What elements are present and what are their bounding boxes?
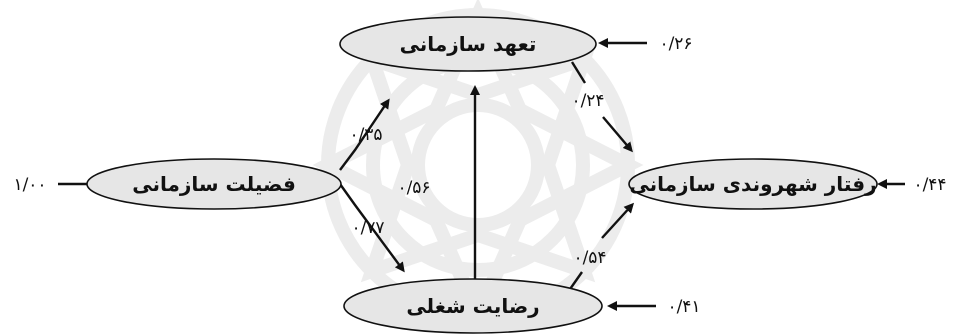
edge-virtue-to-commitment — [339, 98, 390, 171]
node-org-virtue: فضیلت سازمانی — [86, 158, 342, 210]
edge-satisfaction-to-ocb-arrow — [601, 202, 635, 239]
edge-virtue-to-satisfaction — [339, 183, 405, 273]
error-term-commitment: ۰/۲۶ — [659, 34, 692, 54]
coef-satisfaction-to-commitment: ۰/۵۶ — [397, 178, 430, 198]
node-job-satisfaction-label: رضایت شغلی — [406, 294, 539, 318]
edge-commitment-to-ocb — [570, 61, 587, 84]
error-term-satisfaction: ۰/۴۱ — [667, 297, 700, 317]
node-ocb-label: رفتار شهروندی سازمانی — [629, 172, 876, 196]
edge-commitment-to-ocb-arrow — [602, 116, 633, 153]
node-ocb: رفتار شهروندی سازمانی — [628, 158, 878, 210]
node-job-satisfaction: رضایت شغلی — [343, 278, 603, 334]
coef-virtue-to-satisfaction: ۰/۷۷ — [351, 218, 384, 238]
error-term-virtue: ۱/۰۰ — [13, 175, 46, 195]
coef-commitment-to-ocb: ۰/۲۴ — [571, 91, 604, 111]
node-org-virtue-label: فضیلت سازمانی — [132, 172, 296, 196]
node-org-commitment-label: تعهد سازمانی — [400, 32, 537, 56]
node-org-commitment: تعهد سازمانی — [339, 16, 597, 72]
coef-satisfaction-to-ocb: ۰/۵۴ — [573, 248, 606, 268]
coef-virtue-to-commitment: ۰/۳۵ — [349, 125, 382, 145]
error-term-ocb: ۰/۴۴ — [913, 175, 946, 195]
